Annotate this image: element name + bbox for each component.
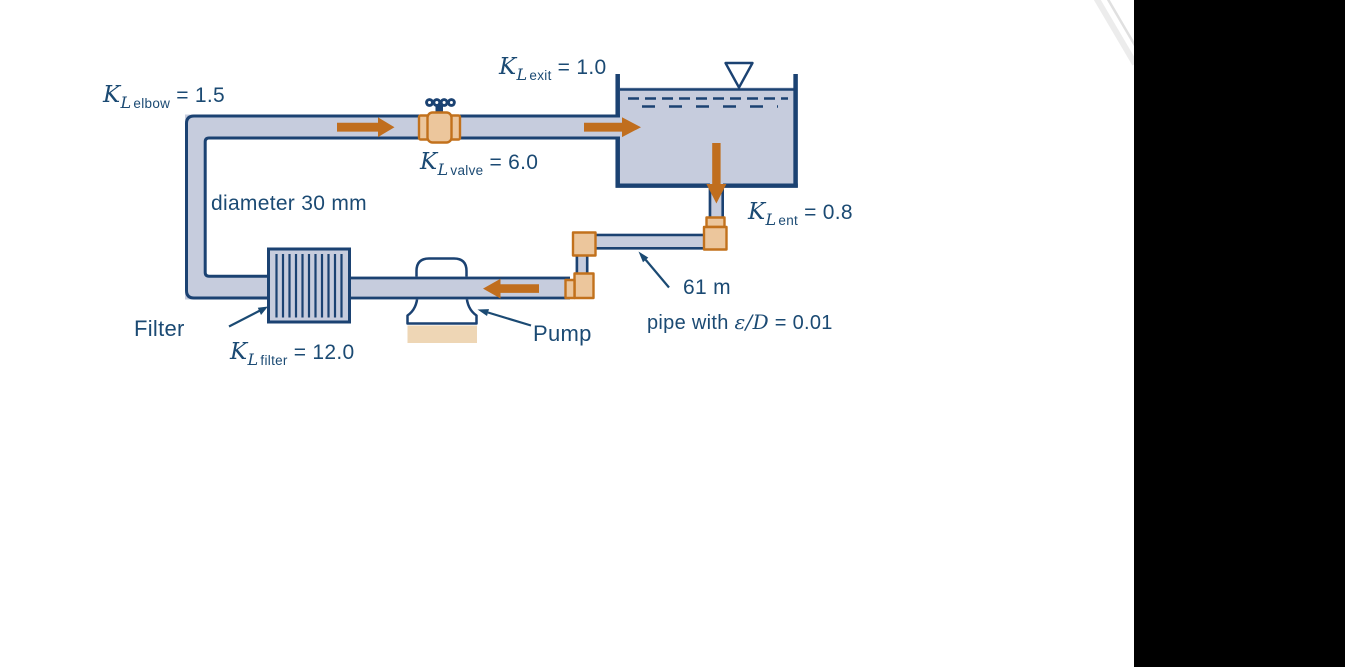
kl-filter-sub-text: filter — [260, 353, 288, 368]
tank-walls — [615, 61, 798, 188]
elbow-fitting-mid-upper — [571, 231, 597, 257]
kl-valve-sub-var: L — [437, 160, 449, 179]
kl-exit-sub-text: exit — [529, 68, 552, 83]
pipe-bottom-right-edges — [350, 276, 570, 300]
pipe-network — [185, 114, 724, 300]
elbow-fitting-mid-lower — [573, 272, 595, 300]
pipe-bottom-right — [350, 276, 570, 300]
pump-icon — [406, 257, 478, 343]
kl-filter-value: = 12.0 — [293, 341, 355, 364]
roughness-prefix: pipe with — [647, 312, 735, 334]
kl-elbow-value: = 1.5 — [176, 84, 225, 107]
storage-tank — [617, 87, 797, 186]
kl-elbow-sub-text: elbow — [133, 96, 171, 111]
label-pipe-roughness: pipe with ε/D = 0.01 — [647, 310, 833, 335]
elbow-fitting-tank-outlet — [702, 225, 728, 251]
kl-ent-value: = 0.8 — [804, 201, 853, 224]
kl-ent-sub-var: L — [765, 210, 777, 229]
pipe-z-horizontal — [594, 233, 706, 250]
kl-ent-sub-text: ent — [778, 213, 799, 228]
valve-icon — [417, 98, 462, 144]
filter-element-lines — [275, 254, 343, 318]
flow-arrow-tank-outlet-down — [706, 143, 727, 204]
tank-water-fill — [617, 87, 797, 186]
roughness-value: = 0.01 — [768, 312, 833, 334]
elbow-fitting-lower-tab — [564, 278, 576, 300]
pipe-main-loop — [185, 114, 620, 300]
valve-stem — [435, 105, 443, 115]
kl-elbow-sub-var: L — [120, 93, 132, 112]
kl-valve-sub-text: valve — [450, 163, 484, 178]
pipe-loop-inner-edge — [203, 136, 620, 278]
flow-arrow-tank-inlet — [584, 117, 641, 138]
flow-arrows — [337, 117, 727, 299]
kl-ent-symbol: K — [748, 199, 766, 225]
roughness-variable: ε/D — [734, 310, 769, 334]
kl-exit-symbol: K — [499, 54, 517, 80]
label-pump: Pump — [533, 321, 592, 346]
label-pipe-diameter: diameter 30 mm — [211, 192, 367, 215]
valve-handle — [425, 98, 456, 107]
pump-base-pad — [407, 325, 477, 343]
kl-filter-symbol: K — [230, 339, 248, 365]
filter-pointer-arrow — [228, 306, 268, 328]
water-surface-marker-icon — [724, 61, 754, 89]
pump-skirt — [406, 293, 478, 325]
pipe-length-pointer-arrow — [638, 251, 670, 289]
side-panel — [1134, 0, 1345, 667]
pump-pointer-arrow — [477, 309, 532, 327]
pointer-arrows — [228, 251, 670, 328]
flow-arrow-top-right — [337, 117, 395, 138]
kl-valve-value: = 6.0 — [489, 151, 539, 174]
pipe-loop-outer-edge — [185, 114, 620, 300]
pump-dome — [415, 257, 468, 282]
elbow-fitting-tank-collar — [705, 216, 726, 229]
pipe-riser-short — [575, 250, 589, 277]
kl-valve-symbol: K — [420, 149, 438, 175]
label-filter: Filter — [134, 316, 185, 341]
kl-exit-value: = 1.0 — [557, 56, 607, 79]
label-pipe-length: 61 m — [683, 276, 731, 299]
pipe-z-horizontal-edges — [594, 233, 706, 250]
kl-filter-sub-var: L — [247, 350, 259, 369]
kl-exit-sub-var: L — [516, 65, 528, 84]
valve-body — [426, 111, 453, 144]
flow-arrow-bottom-left — [483, 278, 539, 299]
elbow-fittings — [564, 216, 728, 300]
filter-icon — [267, 247, 351, 324]
kl-elbow-symbol: K — [103, 82, 121, 108]
